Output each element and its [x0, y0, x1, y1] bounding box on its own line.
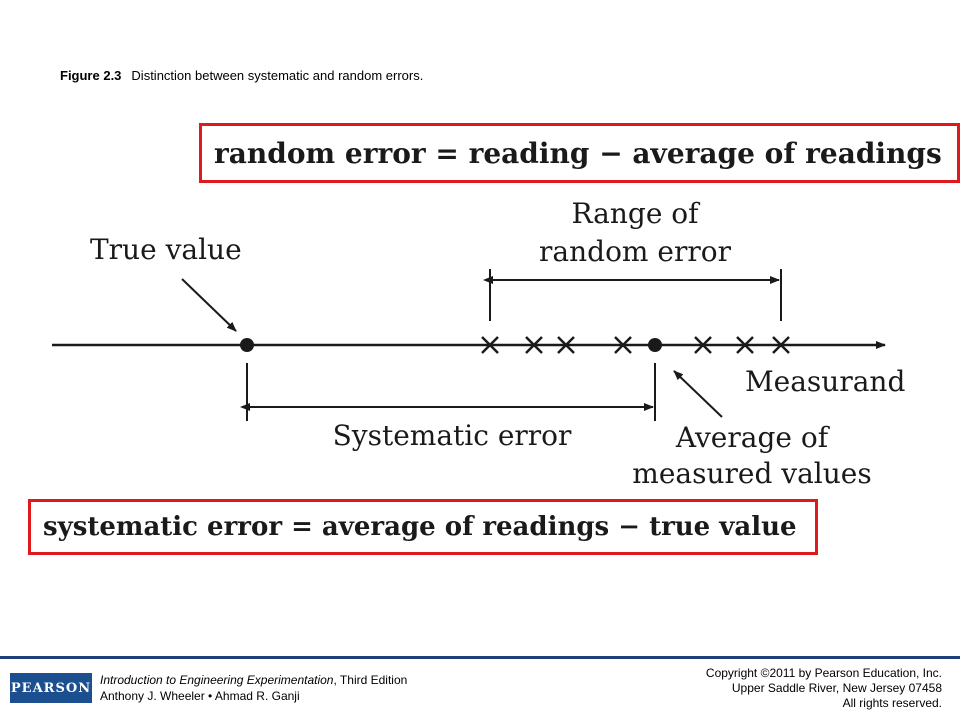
true-value-dot: [240, 338, 254, 352]
pearson-logo-text: PEARSON: [10, 680, 92, 696]
footer-copyright: Copyright ©2011 by Pearson Education, In…: [706, 666, 942, 711]
book-authors: Anthony J. Wheeler • Ahmad R. Ganji: [100, 689, 300, 703]
figure-caption: Figure 2.3 Distinction between systematic…: [60, 68, 423, 83]
true-value-label: True value: [90, 233, 242, 266]
book-edition: , Third Edition: [333, 673, 408, 687]
range-label-line1: Range of: [571, 197, 701, 230]
measurand-label: Measurand: [745, 365, 905, 398]
book-title: Introduction to Engineering Experimentat…: [100, 673, 334, 687]
copyright-line-1: Copyright ©2011 by Pearson Education, In…: [705, 666, 942, 680]
error-diagram: True value Range of random error Measura…: [52, 197, 905, 490]
range-label-line2: random error: [539, 235, 732, 268]
average-label-line1: Average of: [675, 421, 831, 454]
systematic-error-label: Systematic error: [333, 419, 572, 452]
pearson-logo: PEARSON: [10, 673, 92, 703]
figure-number: Figure 2.3: [60, 68, 122, 83]
average-label-line2: measured values: [632, 457, 871, 490]
reading-mark: [557, 336, 575, 354]
systematic-error-formula: systematic error = average of readings −…: [43, 512, 797, 542]
true-value-pointer-arrow: [181, 278, 237, 332]
random-error-formula: random error = reading − average of read…: [214, 136, 942, 170]
footer-divider: [0, 656, 960, 659]
random-error-formula-box: random error = reading − average of read…: [199, 123, 960, 183]
copyright-line-2: Upper Saddle River, New Jersey 07458: [731, 681, 942, 695]
systematic-error-formula-box: systematic error = average of readings −…: [28, 499, 818, 555]
reading-mark: [481, 336, 499, 354]
figure-caption-text: Distinction between systematic and rando…: [131, 68, 424, 83]
copyright-line-3: All rights reserved.: [842, 696, 942, 710]
reading-mark: [772, 336, 790, 354]
reading-mark: [694, 336, 712, 354]
footer-book-info: Introduction to Engineering Experimentat…: [100, 672, 407, 704]
average-pointer-arrow: [673, 370, 723, 418]
reading-marks: [481, 336, 790, 354]
reading-mark: [614, 336, 632, 354]
average-dot: [648, 338, 662, 352]
reading-mark: [736, 336, 754, 354]
reading-mark: [525, 336, 543, 354]
